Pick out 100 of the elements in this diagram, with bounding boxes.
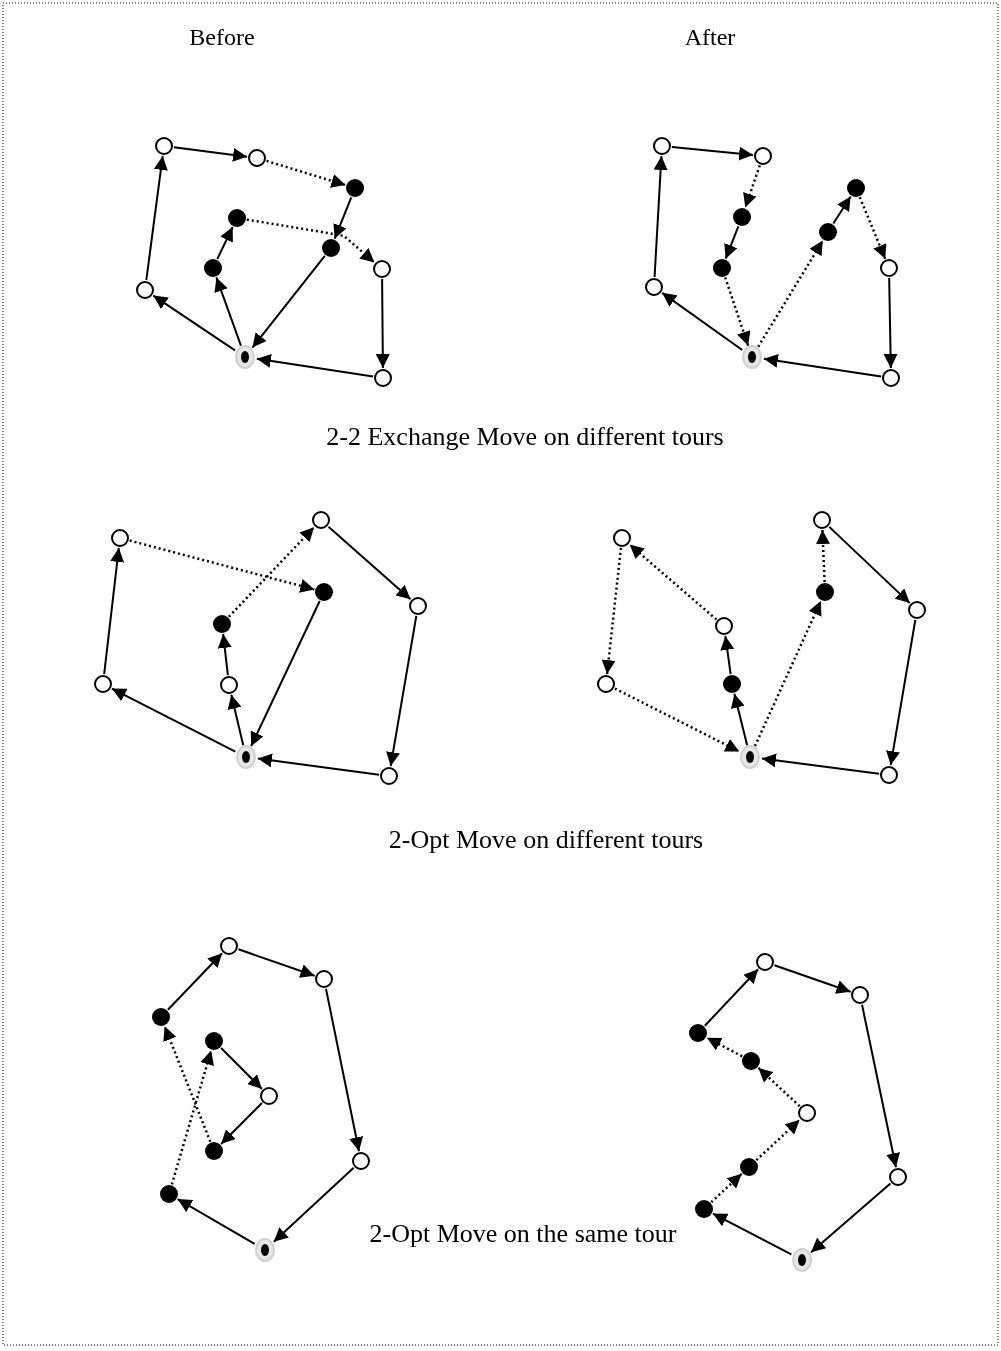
depot-node [740, 745, 760, 769]
depot-node [235, 345, 255, 369]
arrow [861, 1003, 900, 1169]
arrow [176, 1198, 256, 1245]
customer-node [695, 1200, 713, 1218]
customer-node [204, 259, 222, 277]
customer-node [94, 675, 112, 693]
arrow [216, 226, 234, 260]
dotted-arrow [816, 529, 830, 583]
arrow [251, 254, 326, 349]
arrow [250, 600, 321, 748]
customer-node [653, 137, 671, 155]
arrow [653, 155, 668, 278]
customer-node [613, 529, 631, 547]
arrow [237, 948, 316, 978]
dotted-arrow [601, 547, 623, 675]
customer-node [248, 149, 266, 167]
customer-node [742, 1052, 760, 1070]
arrow [333, 196, 353, 240]
dotted-arrow [163, 1025, 212, 1143]
arrow [325, 987, 364, 1153]
dotted-arrow [628, 543, 718, 621]
arrow [227, 693, 245, 747]
dotted-arrow [757, 239, 824, 348]
dotted-arrow [743, 165, 761, 208]
arrow [256, 753, 381, 776]
arrow [886, 618, 917, 767]
arrow [711, 1212, 793, 1256]
panel-caption: 2-Opt Move on different tours [388, 825, 704, 855]
dotted-arrow [246, 218, 376, 264]
customer-node [205, 1032, 223, 1050]
arrow [386, 614, 418, 768]
customer-node [374, 369, 392, 387]
customer-node [136, 281, 154, 299]
dotted-arrow [724, 277, 751, 347]
depot-node [255, 1238, 275, 1262]
depot-node [792, 1248, 812, 1272]
dotted-arrow [266, 159, 346, 188]
customer-node [155, 137, 173, 155]
customer-node [813, 511, 831, 529]
depot-node [742, 345, 762, 369]
arrow [145, 154, 168, 282]
arrow [214, 276, 242, 347]
customer-node [889, 1168, 907, 1186]
customer-node [213, 615, 231, 633]
arrow [255, 354, 375, 378]
customer-node [409, 597, 427, 615]
customer-node [880, 259, 898, 277]
customer-node [312, 511, 330, 529]
arrow [272, 1166, 355, 1243]
customer-node [352, 1152, 370, 1170]
arrow [883, 277, 898, 369]
dotted-arrow [228, 526, 315, 618]
arrow [670, 146, 755, 161]
customer-node [715, 617, 733, 635]
customer-node [733, 208, 751, 226]
arrow [103, 546, 125, 676]
arrow [166, 952, 224, 1011]
arrow [724, 225, 740, 260]
arrow [661, 291, 744, 352]
customer-node [111, 529, 129, 547]
customer-node [315, 970, 333, 988]
arrow [327, 525, 412, 601]
customer-node [756, 953, 774, 971]
customer-node [689, 1024, 707, 1042]
arrow [762, 353, 883, 378]
arrow [832, 195, 852, 225]
dotted-arrow [129, 539, 315, 593]
arrow [172, 146, 249, 162]
arrow [110, 687, 237, 753]
customer-node [754, 147, 772, 165]
customer-node [228, 209, 246, 227]
arrow [217, 632, 232, 677]
customer-node [723, 675, 741, 693]
customer-node [220, 937, 238, 955]
customer-node [645, 278, 663, 296]
dotted-arrow [614, 687, 740, 753]
arrow [810, 1182, 892, 1254]
customer-node [260, 1087, 278, 1105]
customer-node [882, 369, 900, 387]
dotted-arrow [170, 1050, 214, 1185]
arrow [828, 525, 911, 605]
customer-node [816, 583, 834, 601]
arrow [703, 968, 760, 1027]
panel-caption: 2-Opt Move on the same tour [369, 1219, 677, 1249]
customer-node [160, 1185, 178, 1203]
customer-node [152, 1008, 170, 1026]
arrow [152, 294, 237, 352]
arrow [375, 278, 390, 369]
panel-caption: 2-2 Exchange Move on different tours [326, 422, 724, 452]
dotted-arrow [706, 1036, 743, 1058]
depot-node [236, 745, 256, 769]
customer-node [740, 1158, 758, 1176]
customer-node [819, 223, 837, 241]
customer-node [597, 675, 615, 693]
customer-node [851, 986, 869, 1004]
column-heading: After [684, 23, 736, 51]
column-heading: Before [189, 23, 255, 51]
customer-node [380, 767, 398, 785]
customer-node [322, 239, 340, 257]
